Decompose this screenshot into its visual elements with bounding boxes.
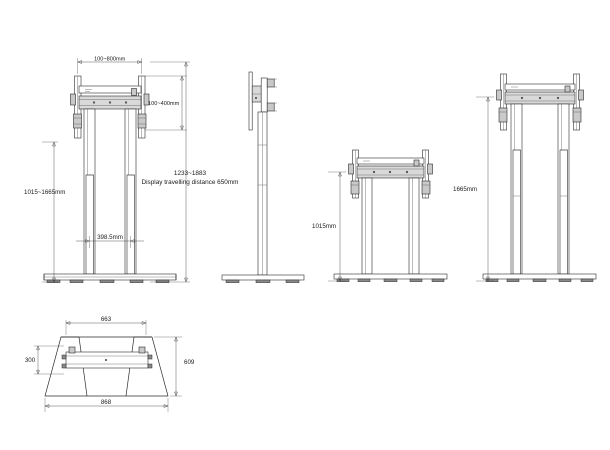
base-foot-bar <box>333 273 448 280</box>
fixing-hole <box>556 96 560 100</box>
view-side-elevation <box>221 71 305 283</box>
fixing-hole <box>124 101 128 104</box>
arm-detail-upper <box>266 78 275 88</box>
mount-crossbar-upper <box>356 157 425 165</box>
fixing-tab <box>61 363 67 369</box>
dim-column-spacing: 398.5mm <box>97 234 123 241</box>
column-left-inner <box>512 149 521 275</box>
rail-clamp-right <box>572 107 582 123</box>
dim-vesa-vertical: 100~400mm <box>148 101 180 107</box>
column-left-inner <box>85 174 94 275</box>
levelling-pad <box>532 278 547 282</box>
levelling-pad <box>409 278 423 282</box>
levelling-pad <box>255 279 271 283</box>
base-foot-bar <box>482 273 597 280</box>
base-footprint-outline <box>44 336 169 397</box>
dim-height-low: 1015mm <box>312 223 336 230</box>
levelling-pad <box>485 278 499 282</box>
dim-plan-top: 663 <box>101 316 112 323</box>
display-panel-edge <box>248 71 253 131</box>
view-front-elevation-lowered: 1015mm <box>312 149 448 282</box>
bracket-hook-left <box>348 163 354 175</box>
levelling-pad <box>357 278 371 282</box>
levelling-pad <box>506 278 520 282</box>
bolt-mark <box>254 96 258 100</box>
view-plan-base: 663 300 609 868 <box>25 316 195 412</box>
dim-height-high: 1665mm <box>453 186 477 193</box>
fixing-hole <box>538 96 542 100</box>
mount-crossbar-upper <box>504 83 576 91</box>
levelling-pad <box>69 279 84 283</box>
levelling-pad <box>129 279 144 283</box>
rail-clamp-left <box>350 180 360 195</box>
rail-clamp-right <box>421 180 431 195</box>
column-right <box>408 177 420 275</box>
column-footprint-right <box>138 346 146 354</box>
levelling-pad <box>558 278 572 282</box>
bracket-hook-right <box>427 163 433 175</box>
centre-mark <box>104 358 108 362</box>
note-travel-distance: Display travelling distance 650mm <box>142 179 239 186</box>
dim-height-range: 1015~1665mm <box>24 189 65 196</box>
bracket-hook-right <box>578 89 584 101</box>
dim-plan-left: 300 <box>25 357 36 364</box>
note-travel-range: 1233~1883 <box>174 170 207 177</box>
fixing-hole <box>108 101 112 104</box>
levelling-pad <box>336 278 350 282</box>
cable-tab <box>413 159 420 167</box>
mount-arm <box>260 77 268 113</box>
fixing-hole <box>372 170 376 174</box>
fixing-hole <box>405 170 409 174</box>
rail-clamp-left <box>498 107 508 123</box>
dim-vesa-horizontal: 100~800mm <box>94 57 126 63</box>
fixing-tab <box>147 363 153 369</box>
levelling-pad <box>431 278 445 282</box>
levelling-pad <box>285 279 300 283</box>
column-right-inner <box>126 174 135 275</box>
levelling-pad <box>99 279 115 283</box>
column-left <box>361 177 373 275</box>
levelling-pad <box>383 278 398 282</box>
rail-clamp-left <box>73 113 82 129</box>
fixing-hole <box>388 170 392 174</box>
side-base-foot <box>221 274 305 281</box>
column-right-inner <box>559 149 568 275</box>
levelling-pad <box>46 279 61 283</box>
bracket-hook-right <box>143 93 150 106</box>
dim-plan-right: 609 <box>184 359 195 366</box>
rail-clamp-right <box>137 113 147 129</box>
bracket-hook-left <box>70 93 76 106</box>
levelling-pad <box>225 279 240 283</box>
dim-plan-bottom: 868 <box>101 399 112 406</box>
levelling-pad <box>155 279 170 283</box>
fixing-hole <box>520 96 524 100</box>
fixing-tab <box>147 354 153 360</box>
column-footprint-left <box>68 346 76 354</box>
mount-crossbar-upper <box>78 85 142 94</box>
levelling-pad <box>580 278 594 282</box>
fixing-hole <box>92 101 96 104</box>
arm-detail-lower <box>266 102 275 112</box>
view-front-elevation-extended: 1665mm <box>453 73 597 282</box>
cable-tab <box>131 88 137 96</box>
bracket-hook-left <box>496 89 502 101</box>
view-front-elevation-raised: 100~800mm 100~400mm 1015~1665mm 398.5mm … <box>24 57 238 283</box>
cable-tab <box>564 85 571 93</box>
fixing-tab <box>61 354 67 360</box>
